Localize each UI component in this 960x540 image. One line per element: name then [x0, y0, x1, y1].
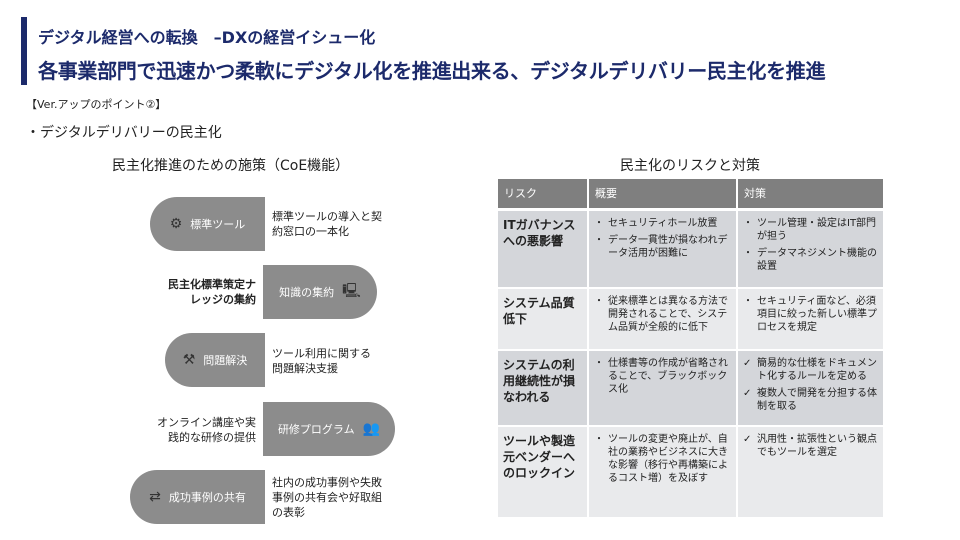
version-label: 【Ver.アップのポイント②】 [26, 98, 167, 111]
measures-cell: 簡易的な仕様をドキュメント化するルールを定める複数人で開発を分担する体制を取る [737, 350, 885, 427]
wrench-icon: ⚒ [182, 352, 196, 368]
summary-item: データ一貫性が損なわれデータ活用が困難に [594, 234, 731, 260]
knowledge-computer-icon: 🖳 [342, 283, 361, 299]
table-row: システム品質低下従来標準とは異なる方法で開発されることで、システム品質が全般的に… [498, 288, 885, 351]
pill-label: 知識の集約 [279, 286, 335, 299]
pill-problem-solving: ⚒ 問題解決 [165, 333, 265, 387]
pill-desc: ツール利用に関する問題解決支援 [272, 347, 371, 375]
summary-item: ツールの変更や廃止が、自社の業務やビジネスに大きな影響（移行や再構築によるコスト… [594, 433, 731, 485]
risk-cell: ITガバナンスへの悪影響 [498, 209, 589, 289]
col-measures: 対策 [737, 179, 885, 211]
pill-label: 研修プログラム [277, 423, 355, 436]
slide-title: 各事業部門で迅速かつ柔軟にデジタル化を推進出来る、デジタルデリバリー民主化を推進 [38, 59, 826, 83]
left-heading: 民主化推進のための施策（CoE機能） [112, 158, 350, 174]
point-text: ・デジタルデリバリーの民主化 [26, 125, 222, 141]
risk-cell: システム品質低下 [498, 288, 589, 351]
col-summary: 概要 [588, 179, 738, 211]
pill-label: 標準ツール [190, 218, 246, 231]
pill-desc: 民主化標準策定ナレッジの集約 [168, 278, 256, 306]
summary-item: 仕様書等の作成が省略されることで、ブラックボックス化 [594, 357, 731, 396]
risk-cell: ツールや製造元ベンダーへのロックイン [498, 426, 589, 519]
measures-cell: 汎用性・拡張性という観点でもツールを選定 [737, 426, 885, 519]
summary-cell: 従来標準とは異なる方法で開発されることで、システム品質が全般的に低下 [588, 288, 738, 351]
measure-item: 簡易的な仕様をドキュメント化するルールを定める [743, 357, 878, 383]
pill-label: 問題解決 [203, 354, 248, 367]
accent-bar [21, 17, 27, 85]
measure-item: 複数人で開発を分担する体制を取る [743, 387, 878, 413]
table-row: システムの利用継続性が損なわれる仕様書等の作成が省略されることで、ブラックボック… [498, 350, 885, 427]
pill-knowledge: 知識の集約 🖳 [263, 265, 377, 319]
pill-training: 研修プログラム 👥 [263, 402, 395, 456]
risk-cell: システムの利用継続性が損なわれる [498, 350, 589, 427]
measure-item: データマネジメント機能の設置 [743, 247, 878, 273]
right-heading: 民主化のリスクと対策 [620, 158, 760, 174]
risk-table: リスク 概要 対策 ITガバナンスへの悪影響セキュリティホール放置データ一貫性が… [498, 179, 885, 519]
pill-standard-tools: ⚙ 標準ツール [150, 197, 265, 251]
summary-cell: ツールの変更や廃止が、自社の業務やビジネスに大きな影響（移行や再構築によるコスト… [588, 426, 738, 519]
pill-success-sharing: ⇄ 成功事例の共有 [130, 470, 265, 524]
summary-item: 従来標準とは異なる方法で開発されることで、システム品質が全般的に低下 [594, 295, 731, 334]
training-icon: 👥 [362, 421, 381, 437]
share-people-icon: ⇄ [149, 489, 161, 505]
pill-desc: 社内の成功事例や失敗事例の共有会や好取組の表彰 [272, 476, 382, 519]
table-row: ツールや製造元ベンダーへのロックインツールの変更や廃止が、自社の業務やビジネスに… [498, 426, 885, 519]
tool-desk-icon: ⚙ [169, 216, 183, 232]
measures-cell: セキュリティ面など、必須項目に絞った新しい標準プロセスを規定 [737, 288, 885, 351]
slide-subtitle: デジタル経営への転換 –DXの経営イシュー化 [38, 28, 376, 47]
measure-item: ツール管理・設定はIT部門が担う [743, 217, 878, 243]
summary-item: セキュリティホール放置 [594, 217, 731, 230]
table-row: ITガバナンスへの悪影響セキュリティホール放置データ一貫性が損なわれデータ活用が… [498, 209, 885, 289]
measure-item: セキュリティ面など、必須項目に絞った新しい標準プロセスを規定 [743, 295, 878, 334]
col-risk: リスク [498, 179, 589, 211]
pill-desc: オンライン講座や実践的な研修の提供 [157, 416, 256, 444]
summary-cell: セキュリティホール放置データ一貫性が損なわれデータ活用が困難に [588, 209, 738, 289]
measure-item: 汎用性・拡張性という観点でもツールを選定 [743, 433, 878, 459]
pill-desc: 標準ツールの導入と契約窓口の一本化 [272, 210, 382, 238]
summary-cell: 仕様書等の作成が省略されることで、ブラックボックス化 [588, 350, 738, 427]
measures-cell: ツール管理・設定はIT部門が担うデータマネジメント機能の設置 [737, 209, 885, 289]
pill-label: 成功事例の共有 [168, 491, 246, 504]
